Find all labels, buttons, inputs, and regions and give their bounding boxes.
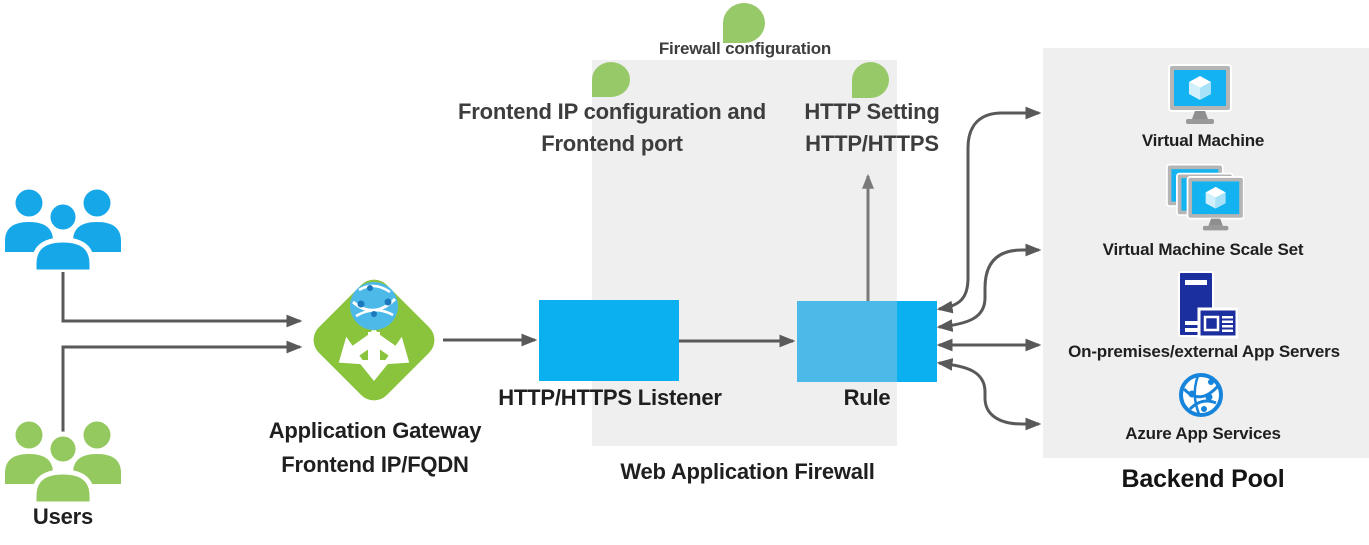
app-server-icon — [1178, 271, 1238, 339]
frontend-config-line1: Frontend IP configuration and — [458, 99, 766, 124]
vm-scale-set-label: Virtual Machine Scale Set — [1102, 240, 1304, 259]
app-services-label: Azure App Services — [1125, 424, 1281, 443]
connector-rule-appservices — [936, 358, 1042, 431]
gateway-arrows-glyph — [338, 329, 410, 381]
firewall-config-marker-icon — [723, 3, 765, 43]
arrow-users-blue-to-gateway — [61, 266, 303, 328]
app-server-label: On-premises/external App Servers — [1068, 342, 1340, 361]
frontend-config-line2: Frontend port — [541, 131, 683, 156]
frontend-config-label: Frontend IP configuration and Frontend p… — [432, 96, 792, 160]
rule-label: Rule — [843, 385, 891, 410]
vm-scale-set-icon — [1166, 158, 1244, 232]
users-label: Users — [32, 504, 94, 529]
http-setting-line2: HTTP/HTTPS — [805, 131, 939, 156]
frontend-config-marker-icon — [592, 62, 630, 97]
app-gateway-glyph — [338, 282, 410, 381]
gateway-label: Application Gateway Frontend IP/FQDN — [240, 414, 510, 482]
listener-box — [539, 300, 679, 381]
rule-box — [797, 301, 937, 382]
gateway-label-line1: Application Gateway — [268, 418, 482, 443]
firewall-config-label: Firewall configuration — [658, 39, 832, 58]
virtual-machine-icon — [1168, 64, 1232, 126]
http-setting-line1: HTTP Setting — [804, 99, 940, 124]
app-services-globe-icon — [1179, 373, 1223, 417]
users-blue-icon — [4, 188, 122, 272]
gateway-globe-glyph — [350, 282, 398, 330]
http-setting-label: HTTP Setting HTTP/HTTPS — [772, 96, 972, 160]
waf-label: Web Application Firewall — [620, 459, 875, 484]
virtual-machine-label: Virtual Machine — [1141, 131, 1265, 150]
backend-pool-label: Backend Pool — [1121, 465, 1285, 493]
gateway-label-line2: Frontend IP/FQDN — [281, 452, 469, 477]
http-setting-marker-icon — [852, 62, 889, 98]
users-green-icon — [4, 420, 122, 504]
listener-label: HTTP/HTTPS Listener — [498, 385, 722, 410]
connector-rule-vmss — [936, 243, 1042, 332]
